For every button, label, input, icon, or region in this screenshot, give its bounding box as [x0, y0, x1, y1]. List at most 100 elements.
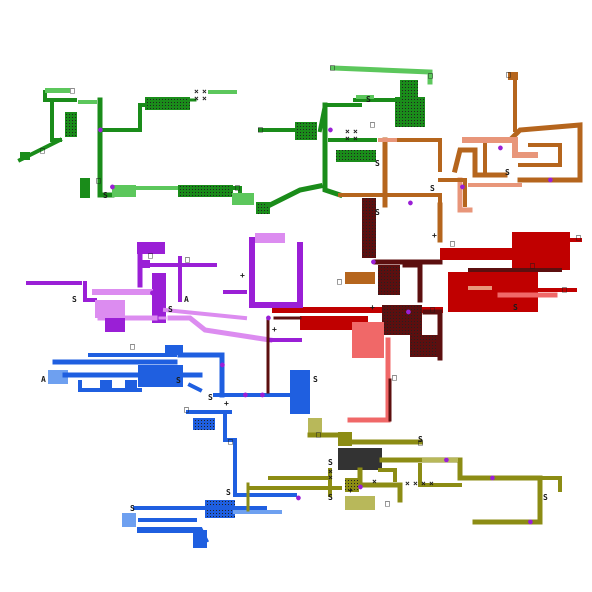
- map-room-red: [448, 272, 538, 312]
- map-corridor-blue: [223, 410, 237, 442]
- map-marker-door-square-icon: □: [385, 499, 390, 508]
- map-marker-node-dot-icon: ●: [220, 360, 225, 369]
- map-room-olive: [338, 432, 352, 446]
- map-room-green: [400, 80, 418, 100]
- map-marker-cross-icon: ×: [194, 87, 199, 96]
- map-marker-plus-icon: +: [272, 325, 277, 334]
- map-marker-cross-icon: ×: [353, 127, 358, 136]
- map-corridor-lilac: [167, 315, 273, 343]
- map-marker-save-icon: S: [208, 393, 213, 402]
- map-room-green: [20, 152, 30, 160]
- map-corridor-green: [98, 103, 147, 132]
- map-corridor-green: [322, 102, 344, 199]
- map-marker-anchor-icon: A: [41, 375, 46, 384]
- map-marker-cross-icon: ×: [202, 94, 207, 103]
- map-room-blue: [138, 365, 183, 387]
- map-corridor-blue: [177, 352, 225, 398]
- map-marker-node-dot-icon: ●: [528, 517, 533, 526]
- map-marker-cross-icon: ×: [202, 87, 207, 96]
- map-marker-save-icon: S: [328, 493, 333, 502]
- map-corridor-orange: [518, 143, 562, 167]
- map-marker-door-square-icon: □: [530, 261, 535, 270]
- map-room-green: [336, 150, 376, 162]
- map-room-purple: [137, 242, 165, 254]
- map-marker-save-icon: S: [366, 95, 371, 104]
- map-marker-save-icon: S: [103, 191, 108, 200]
- map-marker-node-dot-icon: ●: [250, 235, 255, 244]
- map-marker-node-dot-icon: ●: [371, 257, 376, 266]
- map-marker-cross-icon: ×: [345, 134, 350, 143]
- map-room-purple: [105, 318, 125, 332]
- map-marker-node-dot-icon: ●: [408, 198, 413, 207]
- map-corridor-olive: [357, 467, 403, 503]
- map-room-green: [178, 185, 233, 197]
- map-marker-door-square-icon: □: [330, 63, 335, 72]
- map-room-purple: [152, 273, 166, 323]
- map-room-light_green: [112, 185, 136, 197]
- map-corridor-dark_red: [402, 262, 423, 303]
- map-marker-save-icon: S: [418, 435, 423, 444]
- map-room-blue: [100, 380, 112, 390]
- map-marker-anchor-icon: A: [184, 295, 189, 304]
- map-room-purple: [140, 260, 150, 268]
- map-marker-node-dot-icon: ●: [298, 292, 303, 301]
- map-room-lilac: [95, 300, 125, 318]
- map-corridor-green: [266, 183, 323, 209]
- map-marker-save-icon: S: [226, 488, 231, 497]
- map-marker-save-icon: S: [375, 159, 380, 168]
- map-marker-door-square-icon: □: [337, 277, 342, 286]
- map-marker-node-dot-icon: ●: [548, 175, 553, 184]
- map-marker-node-dot-icon: ●: [98, 125, 103, 134]
- map-marker-save-icon: S: [513, 303, 518, 312]
- map-marker-door-square-icon: □: [70, 86, 75, 95]
- map-marker-cross-icon: ×: [194, 94, 199, 103]
- map-corridor-pink: [347, 337, 391, 423]
- map-marker-door-square-icon: □: [562, 285, 567, 294]
- map-marker-node-dot-icon: ●: [110, 182, 115, 191]
- map-marker-cross-icon: ×: [429, 479, 434, 488]
- map-marker-save-icon: S: [430, 184, 435, 193]
- map-marker-cross-icon: ×: [421, 479, 426, 488]
- map-marker-plus-icon: +: [348, 486, 353, 495]
- map-corridor-orange: [451, 147, 508, 178]
- map-marker-door-square-icon: □: [392, 373, 397, 382]
- map-corridor-salmon: [457, 177, 473, 213]
- map-marker-door-square-icon: □: [184, 405, 189, 414]
- map-corridor-olive: [538, 476, 562, 492]
- map-marker-node-dot-icon: ●: [296, 493, 301, 502]
- map-room-olive: [345, 478, 359, 492]
- map-marker-save-icon: S: [543, 493, 548, 502]
- map-room-khaki: [308, 418, 322, 436]
- map-corridor-lilac: [162, 307, 248, 321]
- map-marker-door-square-icon: □: [370, 120, 375, 129]
- map-marker-node-dot-icon: ●: [328, 125, 333, 134]
- map-marker-save-icon: S: [328, 458, 333, 467]
- map-marker-door-square-icon: □: [130, 342, 135, 351]
- map-marker-plus-icon: +: [370, 303, 375, 312]
- map-corridor-purple: [83, 281, 97, 302]
- map-marker-door-square-icon: □: [96, 176, 101, 185]
- map-room-dark_red: [410, 335, 438, 357]
- map-corridor-orange: [383, 138, 442, 172]
- map-marker-cross-icon: ×: [353, 134, 358, 143]
- map-room-green: [65, 112, 77, 137]
- map-room-green: [295, 122, 317, 140]
- map-corridor-olive: [379, 457, 543, 525]
- map-room-blue: [165, 345, 183, 355]
- map-marker-node-dot-icon: ●: [260, 390, 265, 399]
- map-marker-door-square-icon: □: [258, 125, 263, 134]
- map-marker-door-square-icon: □: [576, 233, 581, 242]
- map-corridor-green: [97, 97, 115, 198]
- map-room-red: [512, 232, 570, 270]
- map-marker-door-square-icon: □: [430, 305, 435, 314]
- map-corridor-green: [43, 90, 77, 102]
- map-room-blue: [290, 370, 310, 414]
- map-marker-cross-icon: ×: [328, 467, 333, 476]
- map-room-lilac: [255, 233, 285, 243]
- map-room-green: [145, 97, 190, 110]
- map-room-dark_red: [382, 305, 422, 335]
- map-marker-save-icon: S: [176, 376, 181, 385]
- map-marker-node-dot-icon: ●: [498, 143, 503, 152]
- map-marker-door-square-icon: □: [40, 146, 45, 155]
- map-marker-cross-icon: ×: [413, 479, 418, 488]
